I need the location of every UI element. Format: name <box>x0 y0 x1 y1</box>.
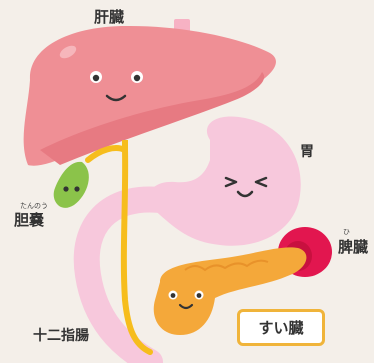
gallbladder <box>54 162 89 208</box>
gallbladder-label: 胆嚢 <box>14 209 44 230</box>
stomach-label: 胃 <box>300 141 314 161</box>
pancreas-label-box: すい臓 <box>237 309 325 346</box>
spleen-label: 脾臓 <box>338 236 368 257</box>
gallbladder-eye-right <box>74 186 79 191</box>
gallbladder-eye-left <box>63 186 68 191</box>
stomach <box>149 117 300 246</box>
liver-label: 肝臓 <box>94 6 124 27</box>
pancreas-label: すい臓 <box>258 317 303 338</box>
duodenum-label: 十二指腸 <box>33 325 89 345</box>
